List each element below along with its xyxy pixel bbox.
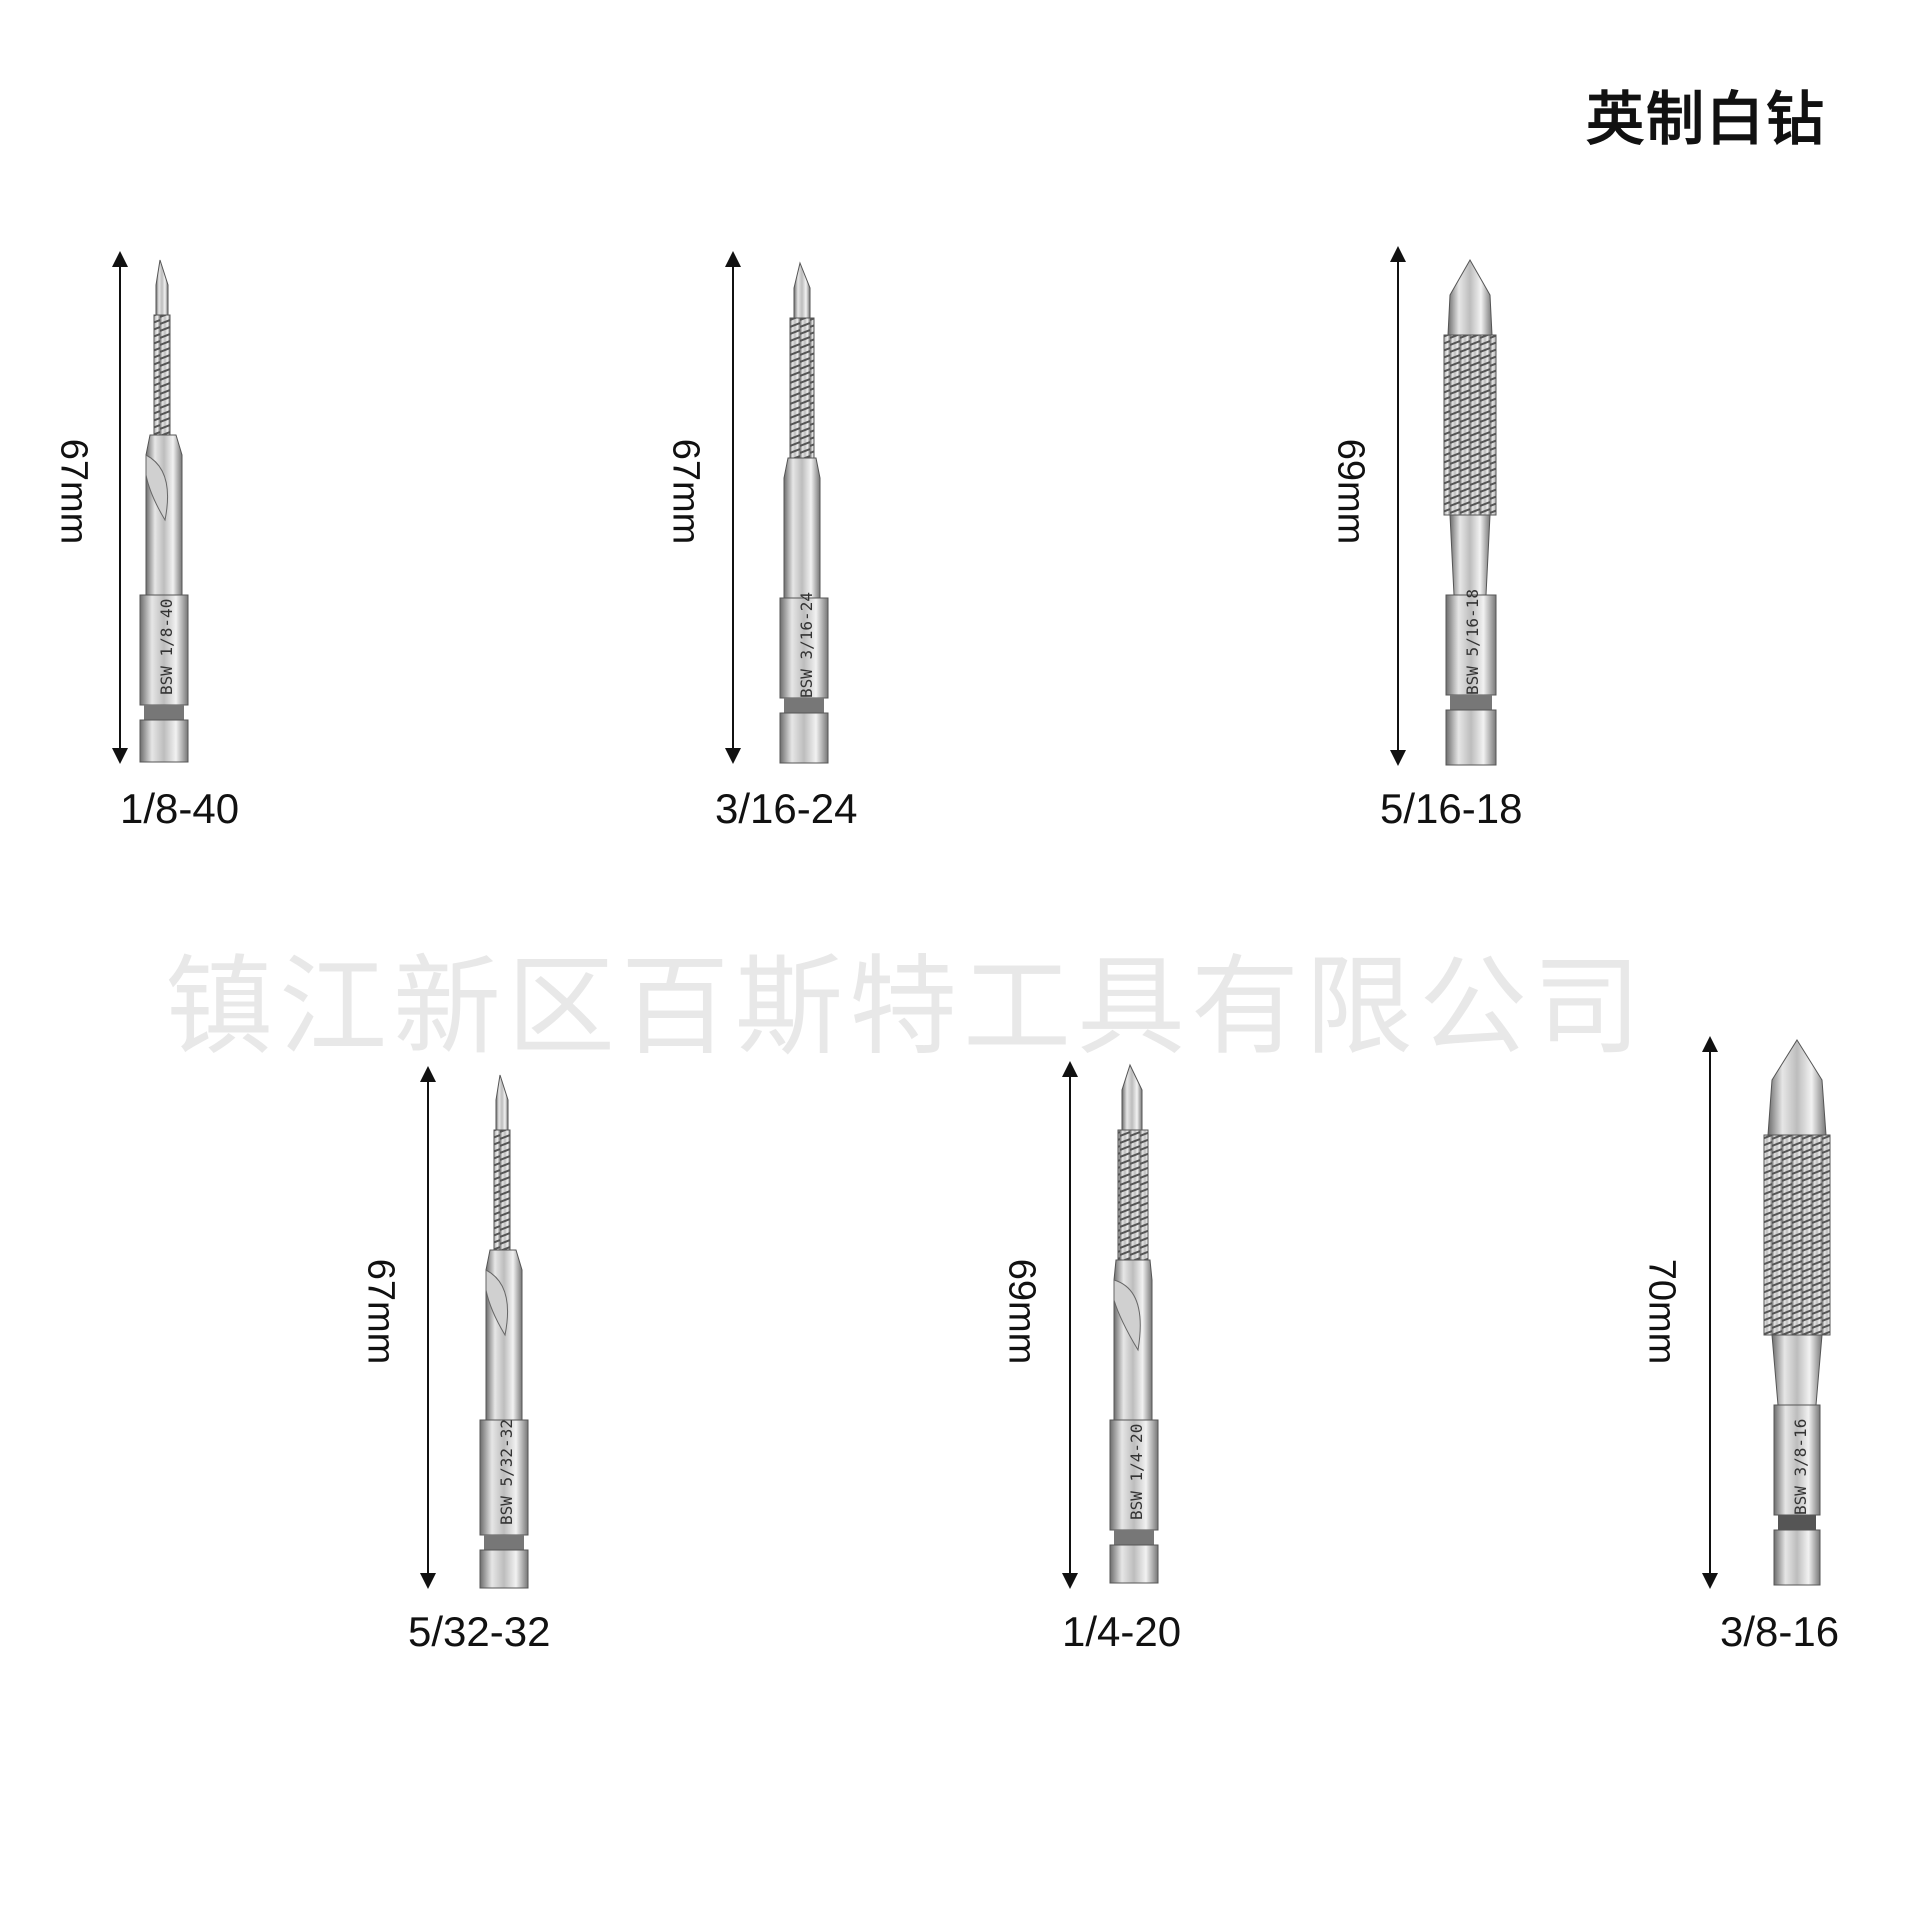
bit-engraving: BSW 3/16-24 <box>797 592 816 698</box>
drill-tap-bit: BSW 5/16-18 <box>1443 259 1497 766</box>
size-label: 1/4-20 <box>1062 1608 1182 1655</box>
page-title: 英制白钻 <box>1585 85 1826 153</box>
size-label: 1/8-40 <box>120 785 240 832</box>
size-label: 5/16-18 <box>1380 785 1523 832</box>
length-label: 67mm <box>359 1258 402 1365</box>
dimension-arrow <box>725 251 741 764</box>
size-label: 3/8-16 <box>1720 1608 1840 1655</box>
dimension-arrow <box>1390 246 1406 766</box>
drill-tap-bit: BSW 3/8-16 <box>1763 1039 1831 1586</box>
dimension-arrow <box>1062 1061 1078 1589</box>
dimension-arrow <box>1702 1036 1718 1589</box>
bit-engraving: BSW 5/16-18 <box>1463 589 1482 695</box>
bit-engraving: BSW 5/32-32 <box>497 1419 516 1525</box>
length-label: 67mm <box>664 438 707 545</box>
length-label: 67mm <box>52 438 95 545</box>
bit-engraving: BSW 1/8-40 <box>157 599 176 695</box>
drill-tap-bit: BSW 3/16-24 <box>779 262 829 764</box>
drill-tap-bit: BSW 5/32-32 <box>479 1074 529 1589</box>
watermark: 镇江新区百斯特工具有限公司 <box>165 945 1648 1070</box>
drill-tap-bit: BSW 1/8-40 <box>139 259 189 763</box>
drill-tap-bit: BSW 1/4-20 <box>1109 1064 1159 1584</box>
size-label: 3/16-24 <box>715 785 858 832</box>
size-label: 5/32-32 <box>408 1608 551 1655</box>
bit-engraving: BSW 3/8-16 <box>1791 1419 1810 1515</box>
bit-engraving: BSW 1/4-20 <box>1127 1424 1146 1520</box>
dimension-arrow <box>420 1066 436 1589</box>
dimension-arrow <box>112 251 128 764</box>
length-label: 69mm <box>1329 438 1372 545</box>
length-label: 69mm <box>1000 1258 1043 1365</box>
length-label: 70mm <box>1640 1258 1683 1365</box>
